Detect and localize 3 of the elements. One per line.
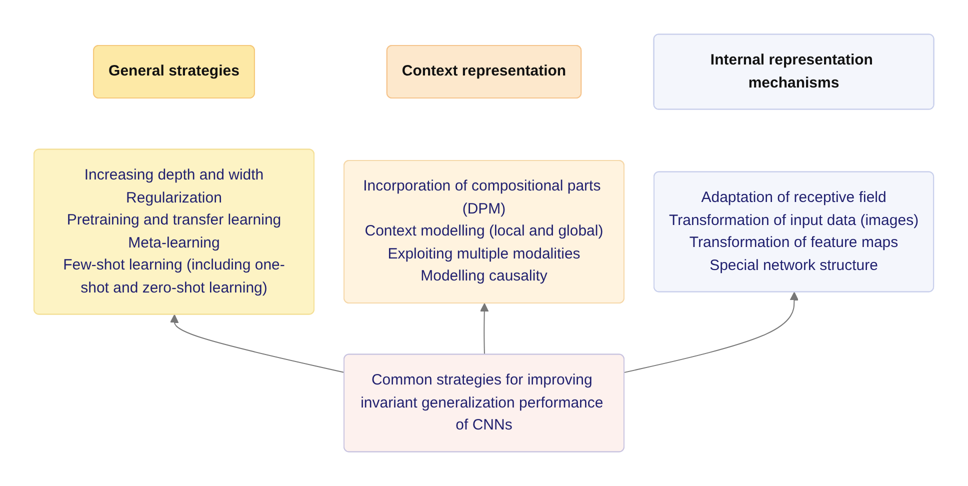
arrow (624, 292, 799, 373)
arrow (170, 314, 346, 373)
arrow (480, 303, 489, 356)
